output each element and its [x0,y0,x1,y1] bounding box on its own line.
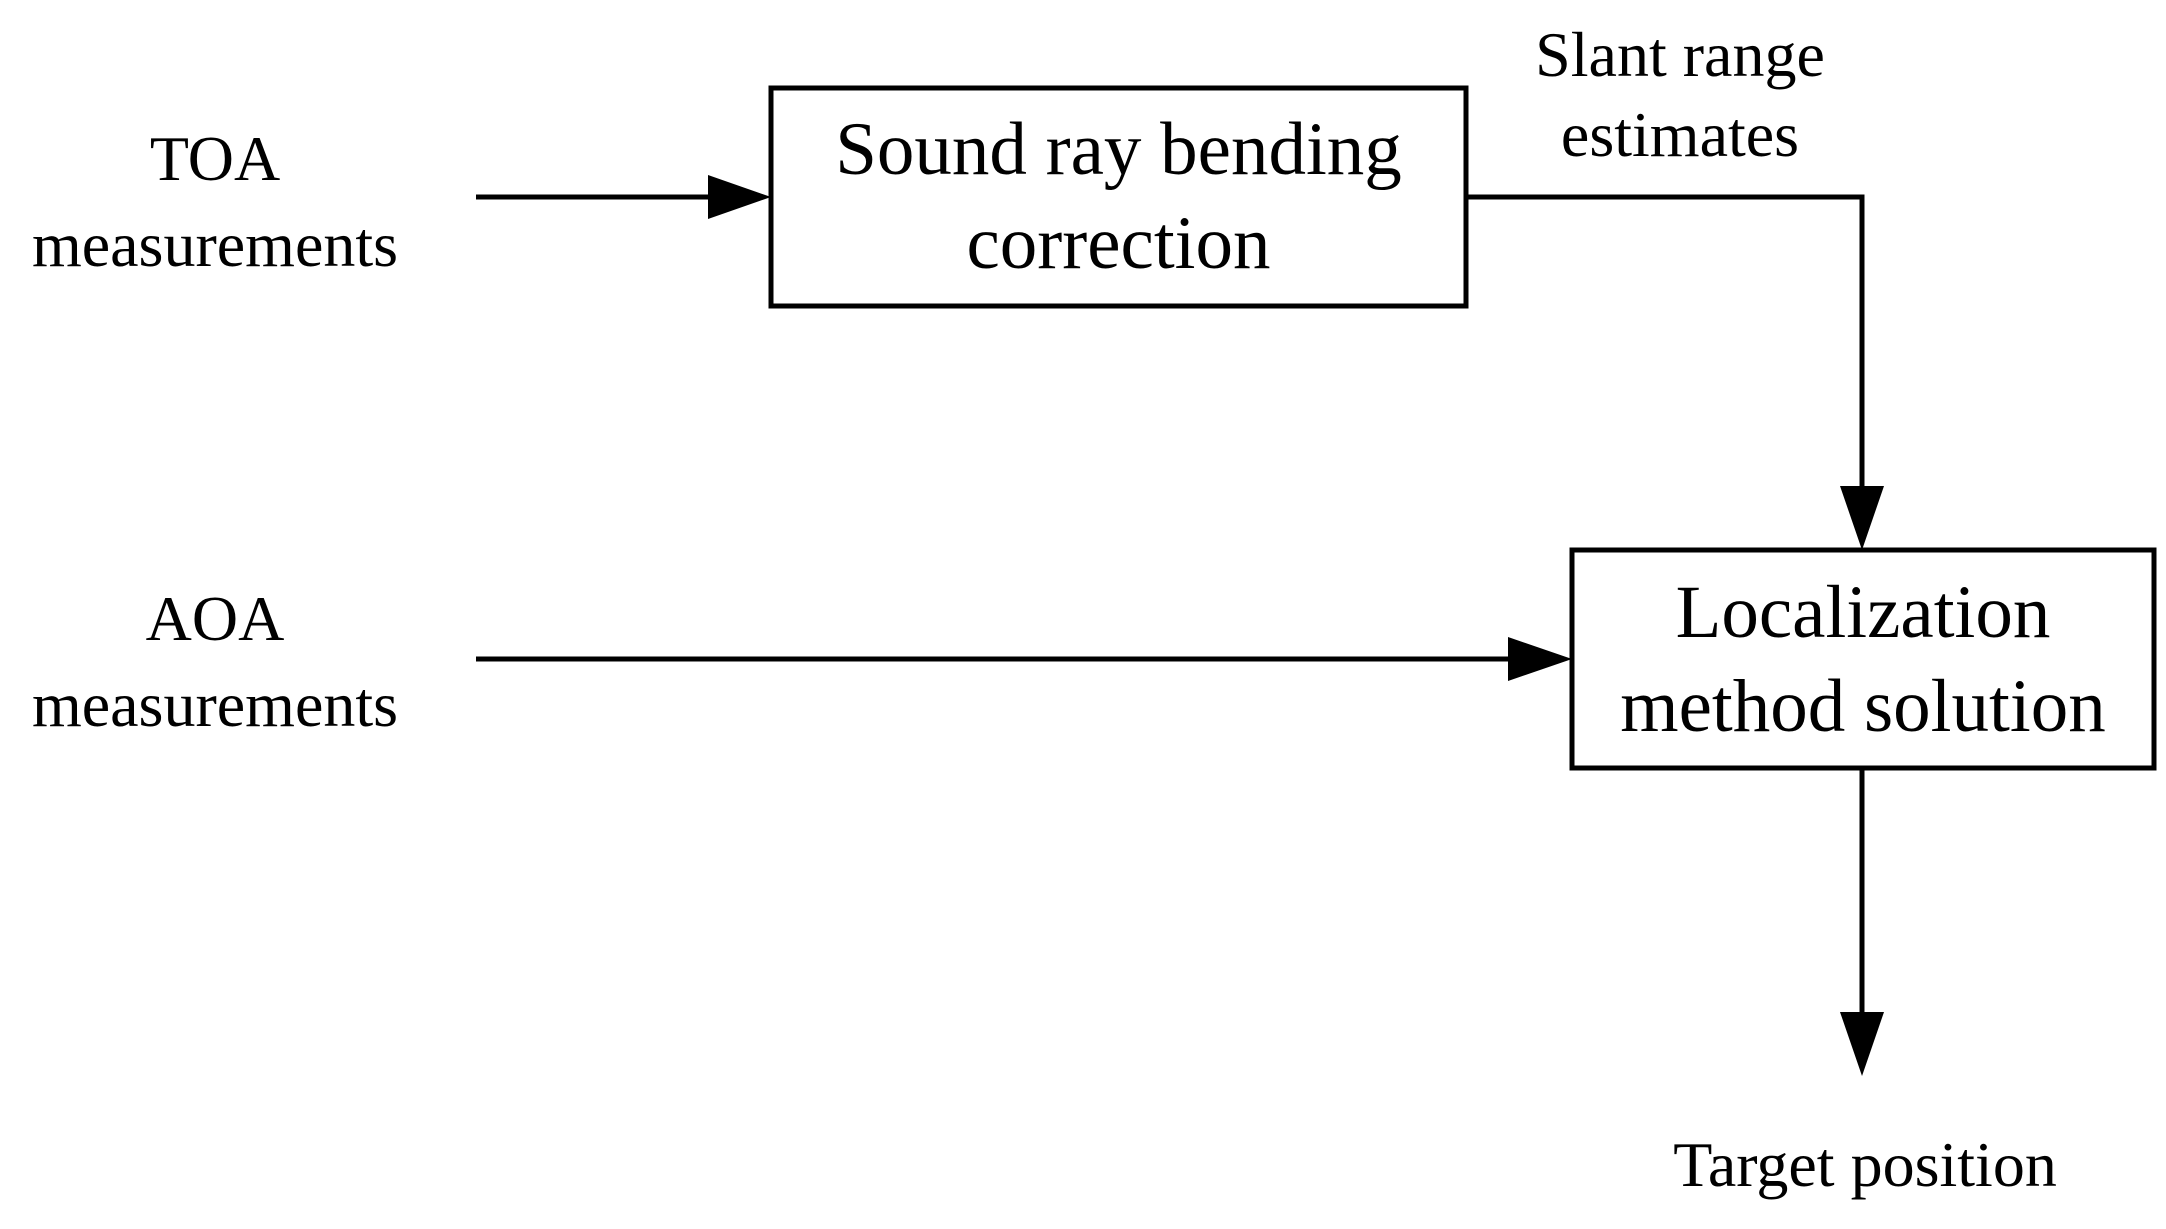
slant-range-line-1: Slant range [1535,19,1825,90]
toa-arrow [476,175,771,219]
target-position-label: Target position [1620,1125,2110,1205]
localization-line-1: Localization [1675,571,2051,654]
aoa-label-line-1: AOA [145,583,285,654]
slant-range-estimates-label: Slant range estimates [1480,15,1880,175]
target-position-text: Target position [1673,1129,2057,1200]
toa-label-line-2: measurements [31,209,399,280]
toa-label-line-1: TOA [149,123,281,194]
slant-range-line-2: estimates [1560,99,1800,170]
sound-ray-line-1: Sound ray bending [835,108,1402,191]
sound-ray-correction-text: Sound ray bending correction [771,103,1466,291]
localization-line-2: method solution [1620,665,2106,748]
aoa-measurements-label: AOA measurements [10,576,420,748]
aoa-label-line-2: measurements [31,669,399,740]
slant-range-arrow [1466,194,1884,550]
toa-measurements-label: TOA measurements [10,116,420,288]
target-arrow [1840,768,1884,1076]
sound-ray-line-2: correction [966,202,1271,285]
aoa-arrow [476,637,1572,681]
localization-solution-text: Localization method solution [1572,566,2154,754]
